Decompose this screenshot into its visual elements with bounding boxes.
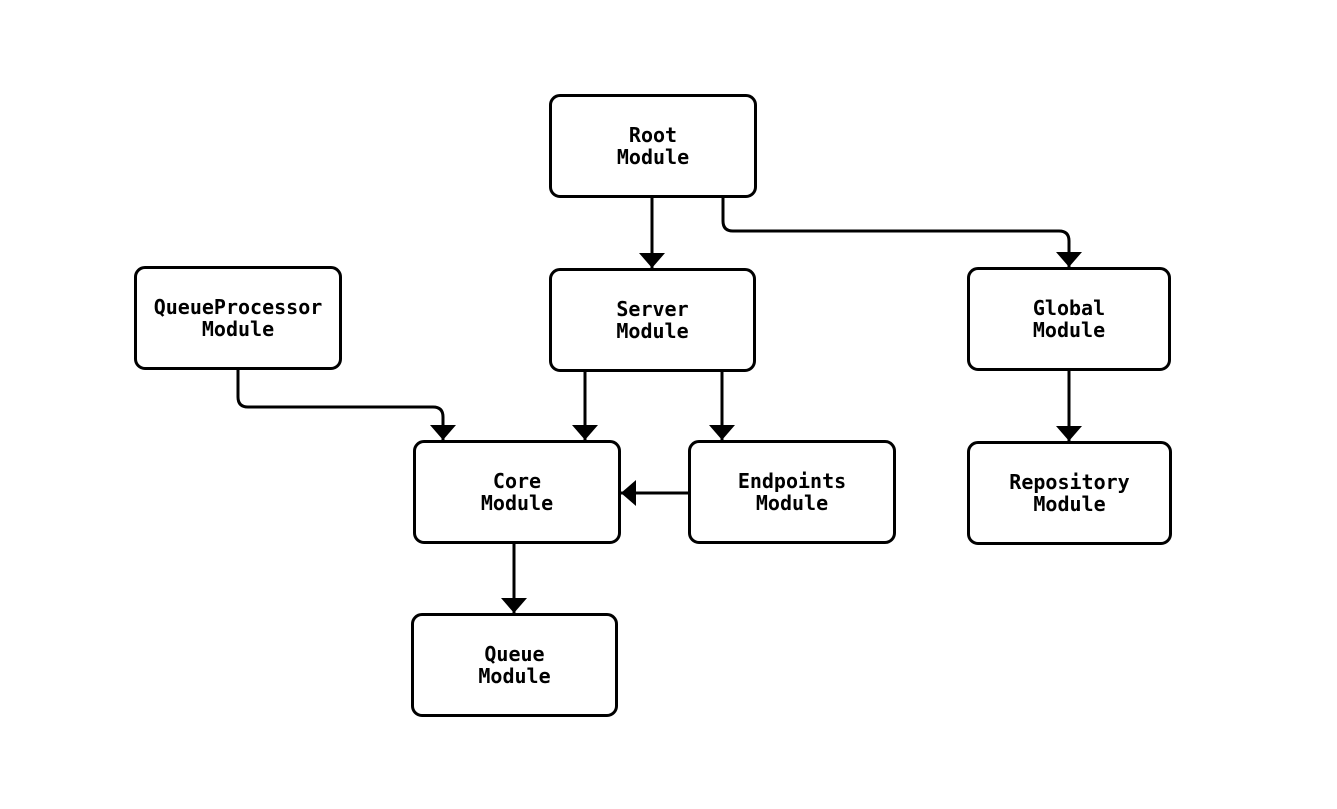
node-label: Queue Module (478, 642, 551, 688)
node-repository: Repository Module (967, 441, 1172, 545)
node-label: Repository Module (1009, 470, 1130, 516)
node-label: Core Module (480, 469, 554, 515)
node-label: Endpoints Module (737, 469, 847, 515)
node-label: Server Module (616, 297, 689, 343)
edge-queueprocessor-core (236, 370, 456, 440)
node-label: QueueProcessor Module (153, 295, 323, 341)
node-label: Global Module (1032, 296, 1106, 342)
node-server: Server Module (549, 268, 756, 372)
node-root: Root Module (549, 94, 757, 198)
node-global: Global Module (967, 267, 1171, 371)
node-queueprocessor: QueueProcessor Module (134, 266, 342, 370)
node-label: Root Module (616, 123, 690, 169)
node-core: Core Module (413, 440, 621, 544)
node-queue: Queue Module (411, 613, 618, 717)
node-endpoints: Endpoints Module (688, 440, 896, 544)
edge-root-global (721, 198, 1082, 267)
